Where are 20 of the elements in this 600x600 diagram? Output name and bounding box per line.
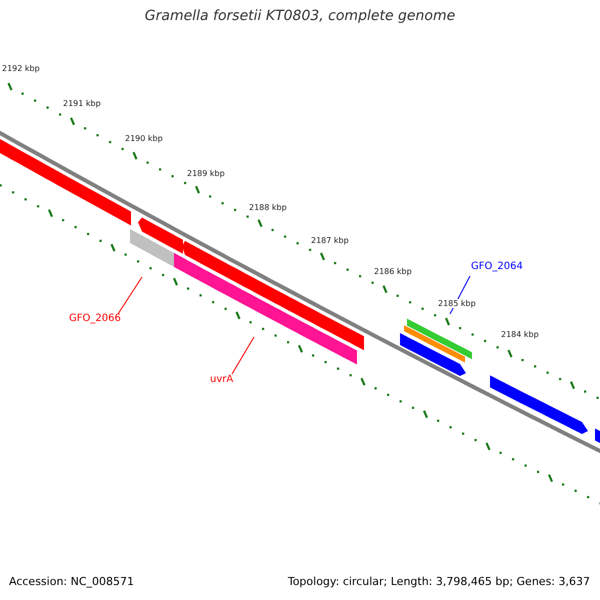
gene-arrow bbox=[407, 318, 472, 360]
scale-label: 2187 kbp bbox=[311, 236, 349, 245]
gene-arrow bbox=[174, 252, 357, 364]
genome-info-text: Topology: circular; Length: 3,798,465 bp; Genes: 3,637 bbox=[288, 575, 590, 588]
accession-text: Accession: NC_008571 bbox=[9, 575, 134, 588]
gene-label: uvrA bbox=[210, 374, 234, 385]
diagram-title: Gramella forsetii KT0803, complete genome bbox=[144, 8, 456, 24]
gene-label: GFO_2064 bbox=[471, 261, 523, 272]
scale-label: 2189 kbp bbox=[187, 169, 225, 178]
scale-label: 2186 kbp bbox=[374, 267, 412, 276]
scale-label: 2188 kbp bbox=[249, 203, 287, 212]
scale-label: 2184 kbp bbox=[501, 330, 539, 339]
gene-label: GFO_2066 bbox=[69, 313, 121, 324]
gene-arrow bbox=[130, 229, 174, 267]
leader-line bbox=[118, 276, 142, 314]
scale-label: 2191 kbp bbox=[63, 99, 101, 108]
scale-label: 2185 kbp bbox=[438, 299, 476, 308]
scale-label: 2190 kbp bbox=[125, 134, 163, 143]
scale-label: 2192 kbp bbox=[2, 64, 40, 73]
leader-line bbox=[232, 336, 254, 374]
